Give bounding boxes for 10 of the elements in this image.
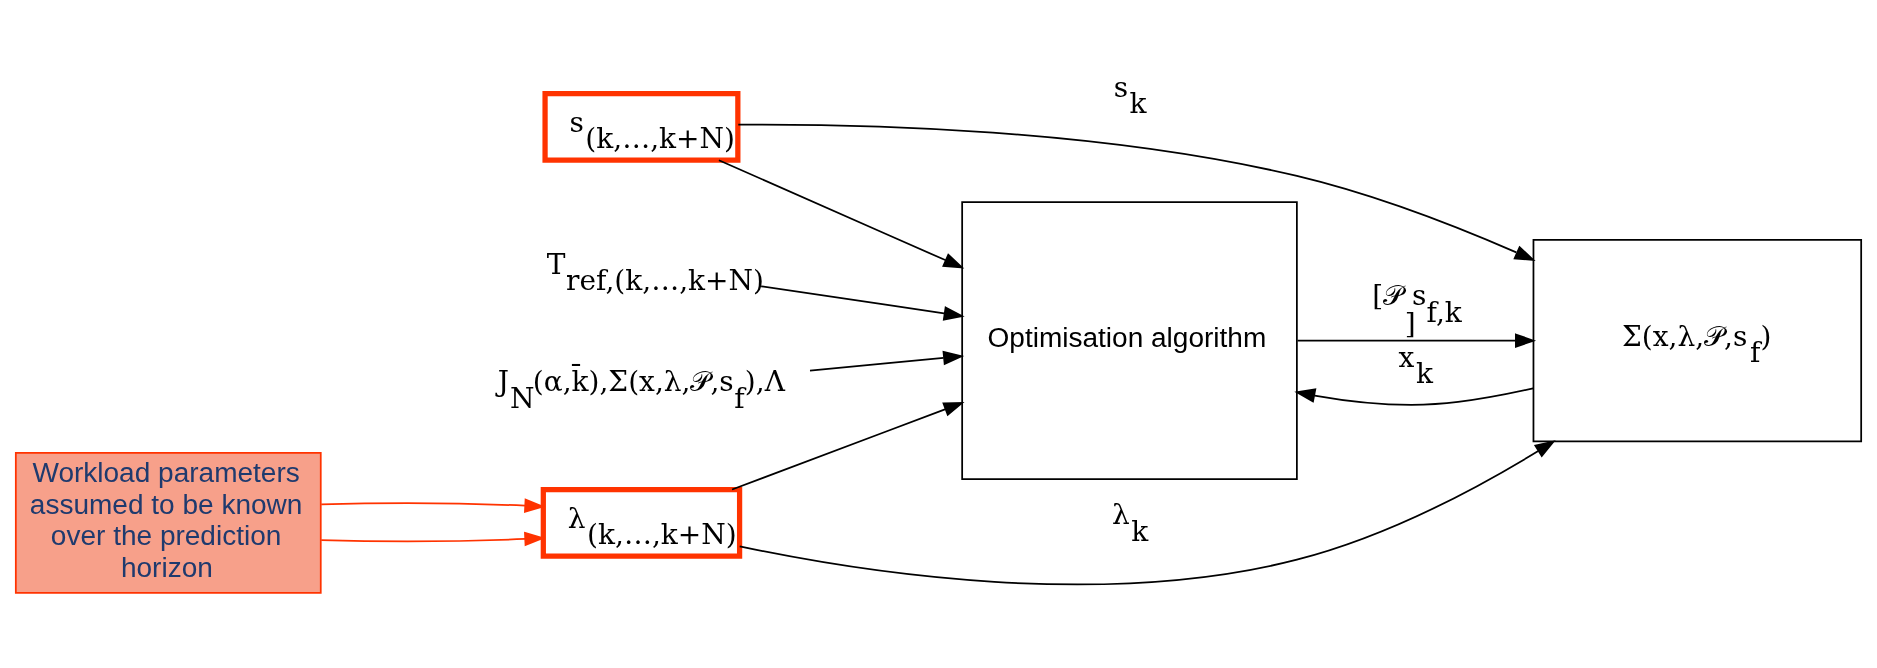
node-box: Optimisation algorithm [961, 200, 1298, 480]
arrow [1296, 332, 1537, 348]
arrow [737, 123, 1536, 261]
arrow [760, 284, 965, 321]
arrow [718, 158, 965, 268]
node-box: Workload parameters assumed to be known over the prediction horizon [14, 451, 322, 594]
arrow [738, 439, 1556, 585]
arrow [731, 401, 965, 490]
arrow [809, 350, 965, 371]
arrow [1294, 387, 1534, 406]
